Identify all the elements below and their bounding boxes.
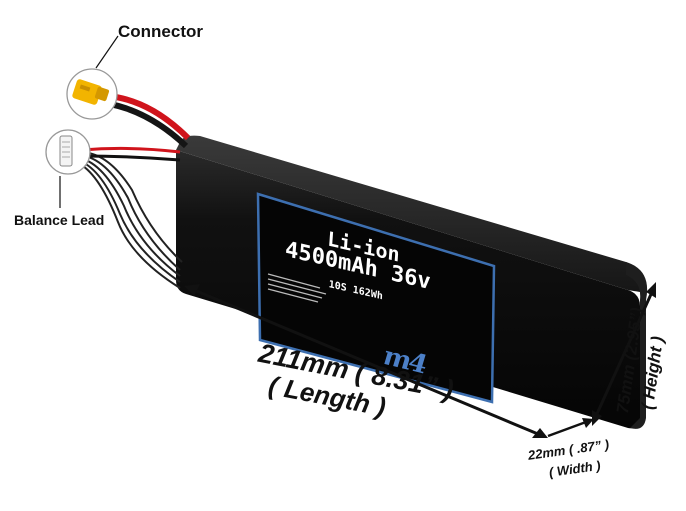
- balance-plug-icon: [59, 135, 73, 167]
- balance-lead-wires: [79, 151, 183, 289]
- label-fine-print: [267, 273, 327, 303]
- length-dimension-arrow: [184, 284, 548, 438]
- battery-label-panel: [256, 192, 496, 404]
- balance-lead-callout-label: Balance Lead: [14, 212, 105, 228]
- battery-end-cap: [626, 262, 648, 429]
- connector-callout-label: Connector: [118, 22, 203, 41]
- battery-top-edge: [176, 135, 643, 292]
- height-dimension-arrow: [592, 282, 656, 426]
- width-dimension-arrow: [547, 418, 594, 438]
- xt-connector-icon: [72, 79, 110, 105]
- power-lead-black: [109, 101, 189, 149]
